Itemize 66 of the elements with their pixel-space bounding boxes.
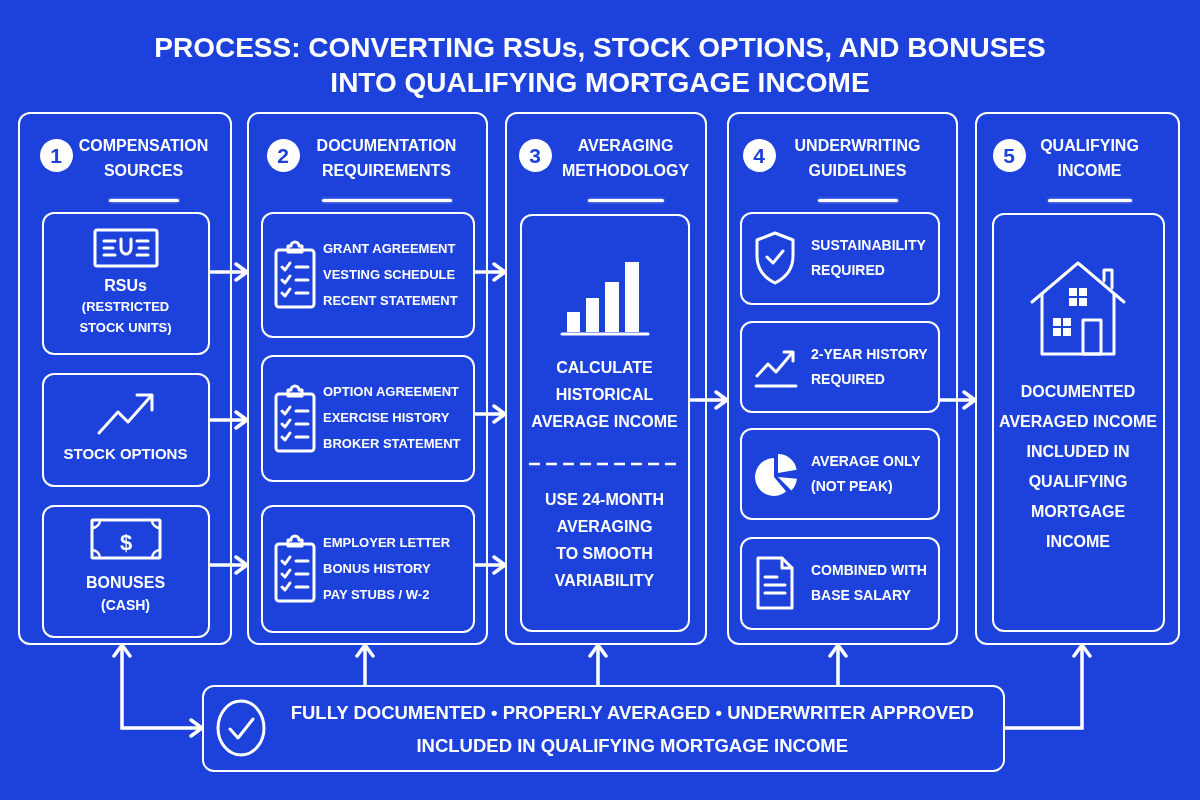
guideline-card — [739, 211, 940, 305]
guideline-card — [739, 320, 940, 413]
card-title: RSUs — [103, 276, 148, 296]
step-panel — [505, 112, 707, 645]
document-item: BONUS HISTORY — [323, 559, 431, 578]
source-card — [41, 211, 210, 355]
document-item: BROKER STATEMENT — [323, 435, 461, 453]
guideline-card — [739, 536, 940, 630]
step-number: 3 — [518, 138, 552, 172]
arrow — [828, 643, 848, 685]
step-number: 2 — [266, 138, 300, 172]
arrow — [355, 643, 375, 685]
step-panel — [247, 112, 488, 645]
result-card — [991, 212, 1165, 632]
arrow — [112, 643, 204, 738]
checklist-card — [260, 354, 475, 482]
document-item: OPTION AGREEMENT — [323, 383, 460, 401]
card-text: USE 24-MONTH AVERAGING TO SMOOTH VARIABILITY — [543, 490, 666, 591]
step-panel — [727, 112, 958, 645]
document-item: EXERCISE HISTORY — [323, 409, 450, 427]
card-text: SUSTAINABILITY REQUIRED — [811, 236, 927, 280]
document-item: VESTING SCHEDULE — [323, 265, 456, 284]
method-card — [519, 213, 690, 632]
card-text: CALCULATE HISTORICAL AVERAGE INCOME — [530, 358, 679, 432]
card-subtitle: (RESTRICTED STOCK UNITS) — [78, 298, 173, 337]
arrow — [474, 404, 507, 424]
document-item: GRANT AGREEMENT — [323, 239, 456, 258]
document-item: RECENT STATEMENT — [323, 291, 458, 310]
step-heading: DOCUMENTATION REQUIREMENTS — [315, 135, 458, 181]
guideline-card — [739, 427, 940, 520]
arrow — [1005, 643, 1092, 730]
arrow — [474, 555, 507, 575]
step-number: 4 — [742, 138, 776, 172]
arrow — [209, 555, 249, 575]
card-title: STOCK OPTIONS — [62, 444, 189, 464]
source-card — [41, 504, 210, 638]
card-text: AVERAGE ONLY (NOT PEAK) — [811, 451, 922, 496]
arrow — [209, 410, 249, 430]
arrow — [939, 390, 977, 410]
step-heading: UNDERWRITING GUIDELINES — [793, 135, 922, 181]
card-subtitle: (CASH) — [100, 596, 151, 615]
arrow — [474, 262, 507, 282]
checklist-card — [260, 211, 475, 338]
arrow — [209, 262, 249, 282]
arrow — [689, 390, 729, 410]
source-card — [41, 372, 210, 487]
card-text: COMBINED WITH BASE SALARY — [811, 561, 928, 605]
dollar-sign: $ — [118, 530, 134, 556]
step-panel — [18, 112, 232, 645]
diagram-title: PROCESS: CONVERTING RSUs, STOCK OPTIONS, AND BONUSES INTO QUALIFYING MORTGAGE INCOME — [153, 31, 1047, 100]
step-panel — [975, 112, 1180, 645]
document-item: PAY STUBS / W-2 — [323, 585, 430, 604]
summary-banner — [202, 685, 1005, 772]
arrow — [588, 643, 608, 685]
card-title: BONUSES — [84, 573, 167, 593]
step-heading: COMPENSATION SOURCES — [77, 135, 210, 181]
step-heading: AVERAGING METHODOLOGY — [560, 135, 691, 181]
step-heading: QUALIFYING INCOME — [1039, 135, 1140, 181]
step-number: 5 — [992, 138, 1026, 172]
card-text: DOCUMENTED AVERAGED INCOME INCLUDED IN QUALIFYING MORTGAGE INCOME — [998, 382, 1158, 552]
checklist-card — [260, 504, 475, 633]
step-number: 1 — [39, 138, 73, 172]
document-item: EMPLOYER LETTER — [323, 533, 451, 552]
banner-text: FULLY DOCUMENTED • PROPERLY AVERAGED • UNDERWRITER APPROVED — [290, 700, 974, 725]
banner-text: INCLUDED IN QUALIFYING MORTGAGE INCOME — [416, 733, 849, 758]
card-text: 2-YEAR HISTORY REQUIRED — [811, 344, 929, 389]
